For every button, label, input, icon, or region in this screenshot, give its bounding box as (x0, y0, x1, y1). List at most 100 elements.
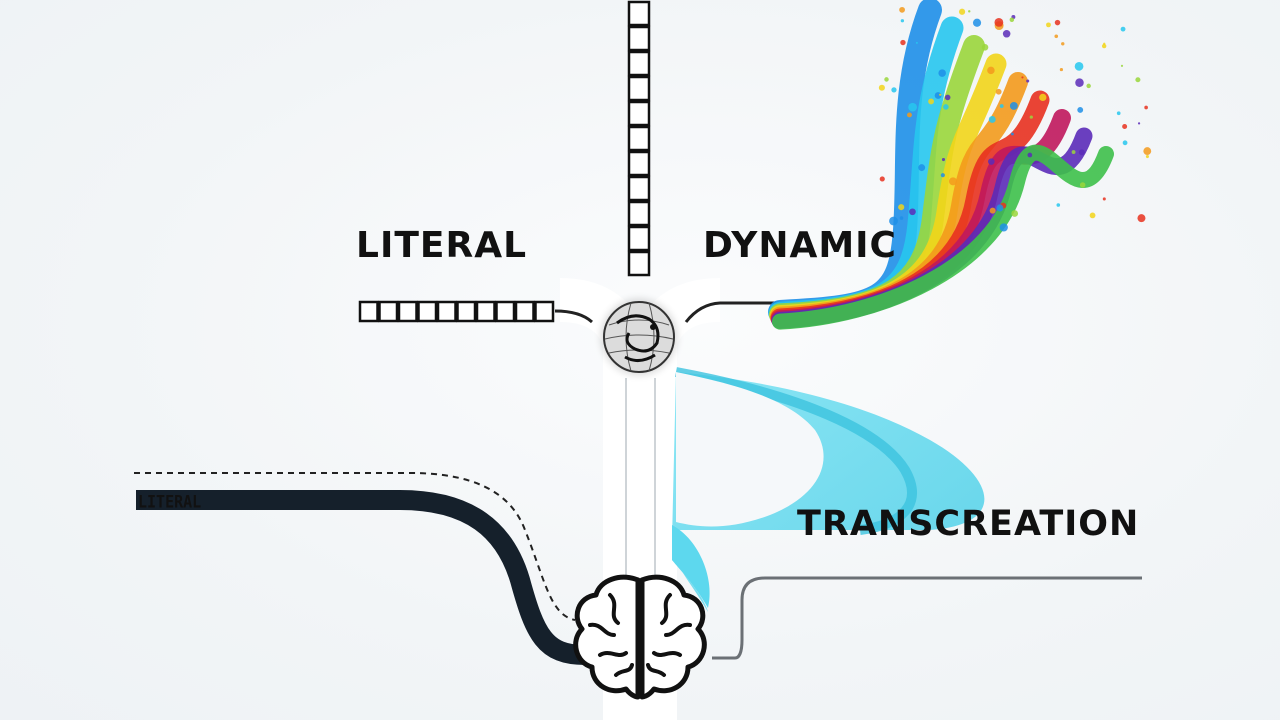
splatter-dot (1059, 67, 1064, 72)
splatter-dot (988, 115, 996, 123)
splatter-dot (1027, 152, 1033, 158)
label-transcreation: TRANSCREATION (797, 504, 1140, 544)
horizontal-bar-segment (534, 300, 555, 323)
brain-icon (573, 574, 707, 700)
splatter-dot (1120, 64, 1124, 67)
splatter-dot (1039, 93, 1047, 102)
splatter-dot (1143, 147, 1152, 155)
splatter-dot (915, 41, 918, 44)
splatter-dot (940, 173, 945, 178)
splatter-dot (1021, 76, 1024, 79)
splatter-dot (994, 17, 1004, 27)
horizontal-bar-segment (456, 300, 477, 323)
splatter-dot (999, 223, 1008, 232)
splatter-dot (1079, 182, 1086, 188)
splatter-dot (1029, 115, 1033, 119)
splatter-dot (1116, 111, 1121, 116)
splatter-dot (899, 6, 905, 13)
splatter-dot (1026, 79, 1030, 83)
splatter-dot (987, 66, 995, 75)
splatter-dot (1101, 43, 1107, 49)
horizontal-bar-segment (475, 300, 496, 323)
splatter-dot (899, 216, 904, 220)
splatter-dot (988, 158, 995, 165)
splatter-dot (1089, 212, 1096, 219)
splatter-dot (900, 19, 905, 23)
horizontal-bar-segment (378, 300, 399, 323)
splatter-dot (995, 88, 1002, 95)
splatter-dot (1144, 105, 1148, 110)
splatter-dot (1122, 140, 1128, 146)
rainbow-stripe (772, 144, 1114, 330)
hub-connectors (554, 301, 785, 590)
vertical-bar-segment (627, 225, 651, 252)
splatter-dot (1009, 101, 1018, 110)
splatter-dot (878, 84, 885, 91)
splatter-dot (1009, 17, 1015, 22)
splatter-dot (909, 208, 916, 216)
splatter-dot (1011, 132, 1014, 136)
splatter-dot (1002, 29, 1011, 38)
splatter-dot (908, 102, 917, 112)
splatter-dot (898, 204, 905, 211)
vertical-bar-segment (627, 125, 651, 152)
splatter-dot (1011, 210, 1019, 217)
splatter-dot (1054, 34, 1059, 39)
splatter-dot (989, 207, 996, 214)
splatter-dot (1078, 149, 1085, 156)
splatter-dot (943, 104, 949, 110)
splatter-dot (889, 216, 898, 226)
splatter-dot (1074, 61, 1084, 71)
vertical-bar-segment (627, 75, 651, 102)
horizontal-bar-segment (514, 300, 535, 323)
label-dynamic: DYNAMIC (703, 225, 897, 266)
literal-dark-track (134, 472, 586, 665)
splatter-dot (944, 94, 951, 101)
vertical-bar-segment (627, 250, 651, 277)
vertical-segmented-bar (627, 0, 651, 277)
vertical-bar-segment (627, 150, 651, 177)
splatter-dot (1046, 22, 1051, 28)
vertical-bar-segment (627, 25, 651, 52)
splatter-dot (938, 69, 946, 77)
horizontal-bar-segment (358, 300, 379, 323)
splatter-dot (928, 98, 934, 105)
splatter-dot (996, 204, 1004, 212)
splatter-dot (884, 77, 889, 82)
transcreation-baseline (712, 576, 1142, 660)
horizontal-bar-segment (436, 300, 457, 323)
vertical-bar-segment (627, 50, 651, 77)
splatter-dot (900, 39, 906, 46)
splatter-dot (948, 177, 957, 186)
splatter-dot (1086, 83, 1091, 89)
splatter-dot (891, 87, 897, 93)
splatter-dot (939, 93, 942, 96)
splatter-dot (999, 104, 1004, 108)
splatter-dot (958, 8, 966, 15)
splatter-dot (1137, 122, 1141, 125)
splatter-dot (1056, 203, 1061, 207)
vertical-bar-segment (627, 100, 651, 127)
horizontal-bar-segment (397, 300, 418, 323)
splatter-dot (1075, 78, 1084, 87)
vertical-bar-segment (627, 175, 651, 202)
dynamic-rainbow-flow (768, 0, 1152, 330)
splatter-dot (968, 10, 971, 13)
splatter-dot (1061, 42, 1065, 46)
label-literal: LITERAL (356, 225, 528, 266)
label-small-literal: LITERAL (138, 492, 202, 512)
vertical-bar-segment (627, 0, 651, 27)
splatter-dot (918, 164, 926, 172)
splatter-dot (1135, 77, 1141, 83)
transcreation-teal-flow (672, 367, 985, 612)
horizontal-bar-segment (417, 300, 438, 323)
vertical-bar-segment (627, 200, 651, 227)
globe-icon (601, 299, 677, 375)
horizontal-segmented-bar (358, 300, 555, 323)
splatter-dot (1071, 150, 1076, 154)
horizontal-bar-segment (495, 300, 516, 323)
splatter-dot (1102, 197, 1106, 201)
splatter-dot (1145, 154, 1149, 159)
splatter-dot (972, 18, 982, 27)
